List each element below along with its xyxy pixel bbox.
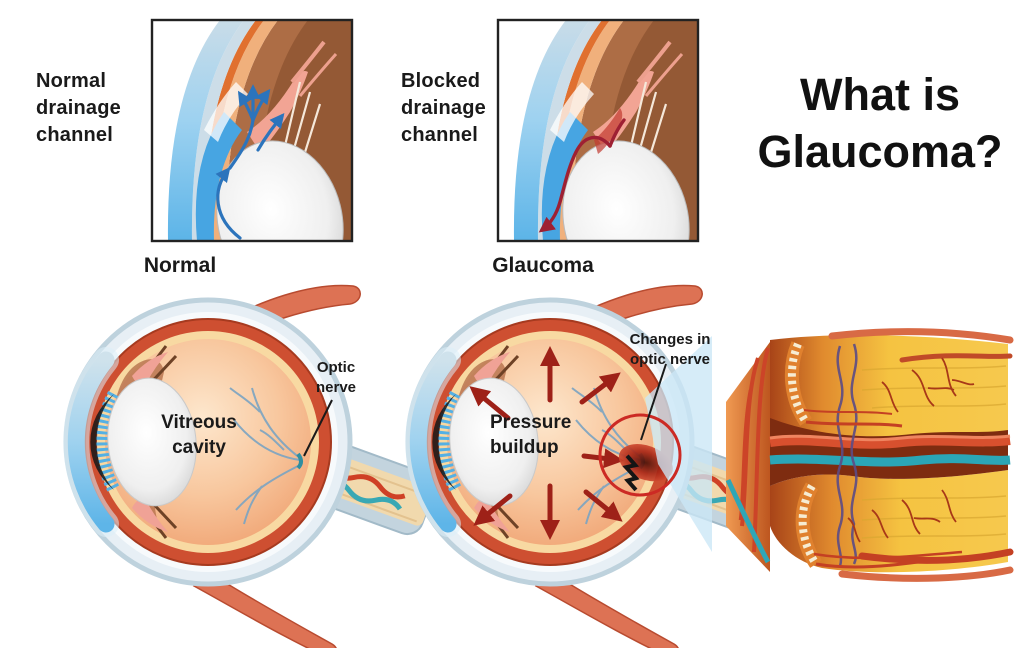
page-title: What is Glaucoma? — [726, 66, 1024, 180]
nerve-bundle-bottom — [770, 470, 1008, 573]
drainage-flow-arrows-icon — [215, 84, 285, 240]
optic-nerve-label: Optic nerve — [315, 359, 357, 396]
blocked-drainage-caption: Blocked drainage channel — [401, 68, 486, 149]
central-vessel-channel — [770, 418, 1008, 486]
caption-line: channel — [401, 124, 478, 146]
caption-line: drainage — [36, 97, 121, 119]
central-vein — [769, 454, 1011, 467]
caption-line: Normal — [36, 70, 107, 92]
optic-nerve-highlight-circle-icon — [598, 413, 682, 497]
normal-drainage-caption: Normal drainage channel — [36, 68, 121, 149]
lamina-scallop-bands — [784, 341, 822, 568]
capillary-branches — [847, 357, 975, 543]
twisted-vessels — [836, 343, 858, 567]
caption-line: Blocked — [401, 70, 481, 92]
changes-pointer-line — [640, 363, 667, 441]
normal-eye-diagram — [66, 285, 439, 648]
normal-eye-label: Normal — [143, 254, 217, 277]
changes-in-optic-nerve-label: Changes in optic nerve — [629, 331, 711, 368]
blocked-flow-arrow-icon — [538, 118, 626, 233]
glaucoma-eye-label: Glaucoma — [492, 254, 594, 277]
caption-line: channel — [36, 124, 113, 146]
optic-nerve-cross-section — [725, 328, 1014, 582]
surface-vessels — [828, 328, 1014, 582]
vitreous-cavity-label: Vitreous cavity — [161, 412, 237, 458]
nerve-bundle-top — [770, 335, 1008, 458]
fanning-vessels — [803, 409, 1014, 569]
vein-on-face — [725, 478, 771, 564]
caption-line: drainage — [401, 97, 486, 119]
blockage-icon — [594, 108, 623, 154]
central-artery — [769, 435, 1011, 449]
pressure-arrows-icon — [469, 345, 624, 541]
title-line: What is — [799, 69, 960, 120]
blocked-drainage-inset — [496, 18, 700, 243]
title-line: Glaucoma? — [757, 126, 1003, 177]
pressure-buildup-label: Pressure buildup — [490, 412, 572, 458]
normal-drainage-inset — [150, 18, 354, 243]
glaucoma-eye-diagram — [408, 285, 781, 648]
optic-nerve-pointer-line — [303, 399, 333, 457]
